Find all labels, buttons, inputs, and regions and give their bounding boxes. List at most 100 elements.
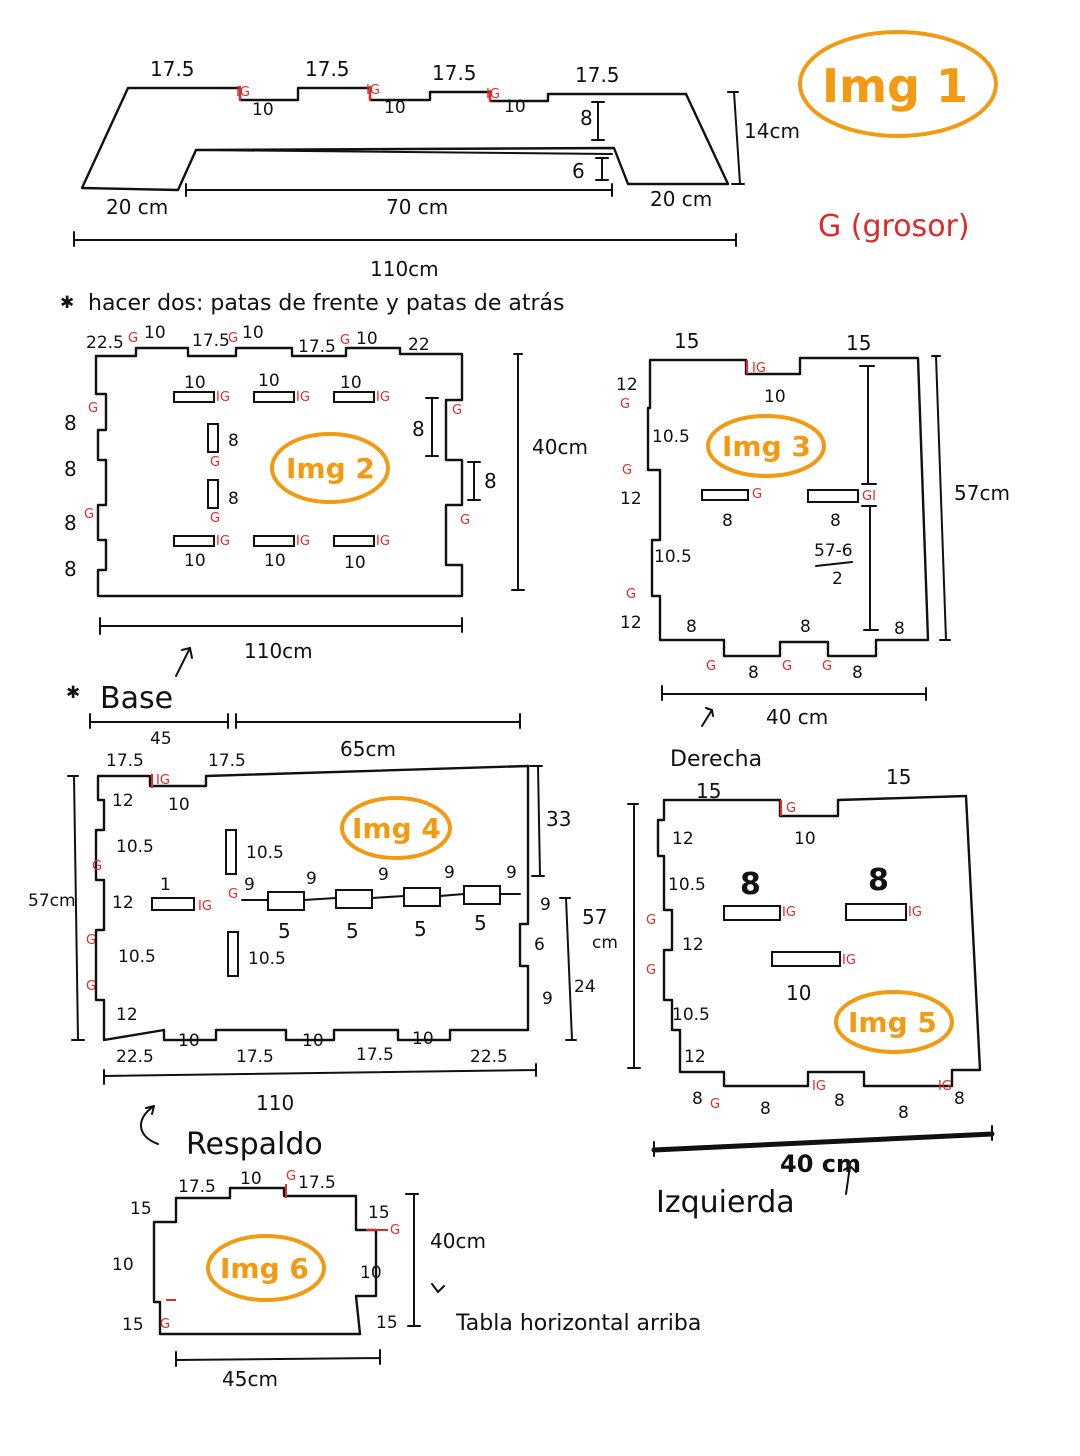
img5-dim: 8: [760, 1099, 771, 1119]
img2-dim-110cm: 110cm: [244, 639, 313, 663]
img4-slot: [267, 891, 305, 911]
img4-dim-9: 9: [542, 989, 553, 1009]
img1-dim-10: 10: [384, 98, 406, 118]
img2-dim: 10: [184, 551, 206, 571]
img3-slot: [701, 489, 749, 501]
img2-g: G: [88, 401, 98, 416]
img3-g: G: [822, 659, 832, 674]
img2-g: G: [452, 403, 462, 418]
img4-dim-65cm: 65cm: [340, 737, 396, 761]
img2-slot: [253, 535, 295, 547]
img4-dim: 12: [116, 1005, 138, 1025]
img5-dim: 10: [794, 829, 816, 849]
img5-slot: [771, 951, 841, 967]
img2-dim: 10: [184, 373, 206, 393]
img1-ig: IG: [486, 87, 500, 102]
img6-dim: 15: [376, 1313, 398, 1333]
img3-dim: 8: [894, 619, 905, 639]
img5-ig: IG: [908, 905, 922, 920]
img3-dim-40cm: 40 cm: [766, 705, 828, 729]
img5-slot: [845, 903, 907, 921]
img1-dim-175: 17.5: [432, 61, 477, 85]
img4-dim: 10.5: [118, 947, 156, 967]
img4-dim: 22.5: [470, 1047, 508, 1067]
img4-dim: 10.5: [116, 837, 154, 857]
img3-dim: 12: [616, 375, 638, 395]
img5-dim: 15: [886, 765, 911, 789]
img2-dim: 10: [258, 371, 280, 391]
img2-g: G: [210, 511, 220, 526]
img5-ig: IG: [842, 953, 856, 968]
img4-slot: [463, 885, 501, 905]
img1-dim-20cm: 20 cm: [650, 187, 712, 211]
img2-ig: IG: [296, 390, 310, 405]
img1-dim-110cm: 110cm: [370, 257, 439, 281]
img3-ellipse: [706, 414, 826, 478]
img4-dim-24: 24: [574, 977, 596, 997]
img2-slot: [333, 391, 375, 403]
img3-dim: 8: [686, 617, 697, 637]
img2-dim: 10: [144, 323, 166, 343]
img5-g: G: [646, 913, 656, 928]
img4-dim-5: 5: [278, 919, 291, 943]
img2-dim: 8: [64, 411, 77, 435]
img4-slot: [151, 897, 195, 911]
img4-dim-cm: cm: [592, 933, 618, 953]
img5-dim-8: 8: [740, 867, 761, 902]
img4-label: Img 4: [352, 812, 441, 845]
img5-ig: IG: [812, 1079, 826, 1094]
img3-dim: 8: [748, 663, 759, 683]
img6-g: G: [286, 1169, 296, 1184]
img3-g: G: [620, 397, 630, 412]
img2-ig: IG: [216, 534, 230, 549]
img5-outline: [656, 794, 982, 1088]
img5-ellipse: [834, 990, 954, 1054]
img2-dim: 10: [356, 329, 378, 349]
img2-slot: [207, 479, 219, 509]
img3-dim: 10.5: [652, 427, 690, 447]
img6-outline: [152, 1186, 378, 1336]
img2-g: G: [84, 507, 94, 522]
img2-slot: [333, 535, 375, 547]
img4-slot: [225, 829, 237, 875]
img4-dim: 10.5: [246, 843, 284, 863]
img6-dim-40cm: 40cm: [430, 1229, 486, 1253]
img5-dim-40cm: 40 cm: [780, 1150, 861, 1178]
img2-dim: 8: [64, 557, 77, 581]
img5-slot: [723, 905, 781, 921]
label-respaldo: Respaldo: [186, 1127, 323, 1162]
img3-g: G: [752, 487, 762, 502]
img4-dim: 10: [412, 1029, 434, 1049]
bullet-icon: ✱: [60, 293, 74, 313]
img1-label: Img 1: [822, 59, 968, 113]
img4-dim-5: 5: [474, 911, 487, 935]
bullet-icon: ✱: [66, 683, 80, 703]
img2-slot: [207, 423, 219, 453]
img2-slot: [173, 391, 215, 403]
img4-slot: [335, 889, 373, 909]
img6-dim: 17.5: [178, 1177, 216, 1197]
img4-dim-5: 5: [346, 919, 359, 943]
img2-ig: IG: [376, 390, 390, 405]
img2-g: G: [228, 331, 238, 346]
img3-slot: [807, 489, 859, 503]
img4-dim-9: 9: [378, 865, 389, 885]
img5-ig: IG: [782, 905, 796, 920]
img4-g: G: [86, 979, 96, 994]
img3-outline: [646, 356, 930, 658]
img6-dim: 10: [112, 1255, 134, 1275]
img3-gi: GI: [862, 489, 876, 504]
img1-ig: IG: [236, 85, 250, 100]
img5-dim: 15: [696, 779, 721, 803]
img5-dim: 8: [898, 1103, 909, 1123]
img4-dim: 17.5: [356, 1045, 394, 1065]
img3-label: Img 3: [722, 430, 811, 463]
note-legs: hacer dos: patas de frente y patas de at…: [88, 291, 564, 316]
img6-piece: 17.5 10 G 17.5 15 10 15 G 15 G 10 15 40c…: [112, 1169, 701, 1391]
label-derecha: Derecha: [670, 747, 762, 772]
img4-dim: 17.5: [236, 1047, 274, 1067]
img4-dim: 12: [112, 893, 134, 913]
img1-dim-175: 17.5: [575, 63, 620, 87]
img4-dim-9: 9: [306, 869, 317, 889]
img5-dim: 10.5: [672, 1005, 710, 1025]
